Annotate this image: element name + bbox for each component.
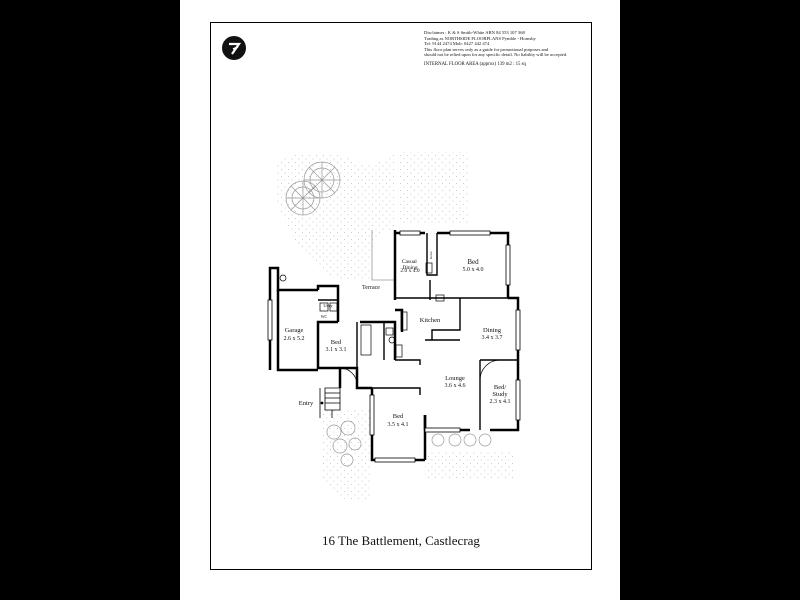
room-terrace-label: Terrace bbox=[362, 285, 380, 291]
room-casual-dining-size: 2.0 x 4.0 bbox=[400, 268, 420, 274]
room-bed-3-size: 3.5 x 4.1 bbox=[388, 422, 409, 428]
room-garage-size: 2.6 x 5.2 bbox=[284, 336, 305, 342]
room-labels: Casual Dining 2.0 x 4.0 Bed 5.0 x 4.0 Te… bbox=[284, 251, 511, 428]
garden-area-bottom bbox=[320, 410, 372, 502]
garden-area-top bbox=[275, 152, 395, 281]
terrace-outline bbox=[371, 230, 395, 281]
interior-walls bbox=[318, 233, 518, 430]
room-udry-label: Udry bbox=[323, 303, 333, 308]
floor-area-text: INTERNAL FLOOR AREA (approx) 139 m2 : 15… bbox=[424, 62, 526, 67]
room-bed-main-label: Bed bbox=[467, 258, 479, 266]
room-casual-dining-label-line2: Dining bbox=[402, 265, 418, 271]
room-lounge-label: Lounge bbox=[445, 375, 465, 382]
shrub-row-icon bbox=[431, 433, 492, 447]
room-bed-3-label: Bed bbox=[393, 413, 404, 420]
property-address: 16 The Battlement, Castlecrag bbox=[322, 533, 480, 548]
svg-text:Casual Dining: Casual Dining bbox=[402, 259, 418, 271]
disclaimer-text: Disclaimer : K & S Smith-White ABN 84 55… bbox=[424, 30, 568, 58]
plan-frame bbox=[210, 22, 592, 570]
garden-area-right bbox=[400, 152, 470, 225]
room-entry-label: Entry bbox=[299, 400, 314, 407]
room-wc-label: WC bbox=[321, 314, 328, 319]
shrub-icon bbox=[326, 420, 362, 467]
room-kitchen-label: Kitchen bbox=[420, 317, 441, 324]
room-bed-main-size: 5.0 x 4.0 bbox=[463, 267, 484, 273]
room-casual-dining-label: Casual bbox=[402, 259, 417, 265]
fixtures bbox=[279, 262, 501, 386]
room-bed-2-label: Bed bbox=[331, 339, 342, 346]
room-lounge-size: 3.6 x 4.6 bbox=[445, 383, 466, 389]
room-dining-label: Dining bbox=[483, 327, 502, 334]
room-robe-label: Robe bbox=[429, 251, 433, 259]
room-garage-label: Garage bbox=[285, 327, 304, 334]
company-logo-icon bbox=[222, 36, 246, 60]
room-dining-size: 3.4 x 3.7 bbox=[482, 335, 503, 341]
room-bed-2-size: 3.1 x 3.1 bbox=[326, 347, 347, 353]
garden-area-bottom-right bbox=[425, 450, 515, 480]
tree-icon bbox=[285, 161, 341, 216]
plan-sheet bbox=[180, 0, 620, 600]
room-bed-study-label-line2: Study bbox=[492, 391, 508, 398]
room-bed-study-label: Bed/ bbox=[494, 384, 506, 391]
windows bbox=[267, 230, 521, 463]
entry-marker-icon bbox=[320, 401, 324, 405]
entry-steps bbox=[319, 387, 341, 418]
room-bed-study-size: 2.3 x 4.1 bbox=[490, 399, 511, 405]
